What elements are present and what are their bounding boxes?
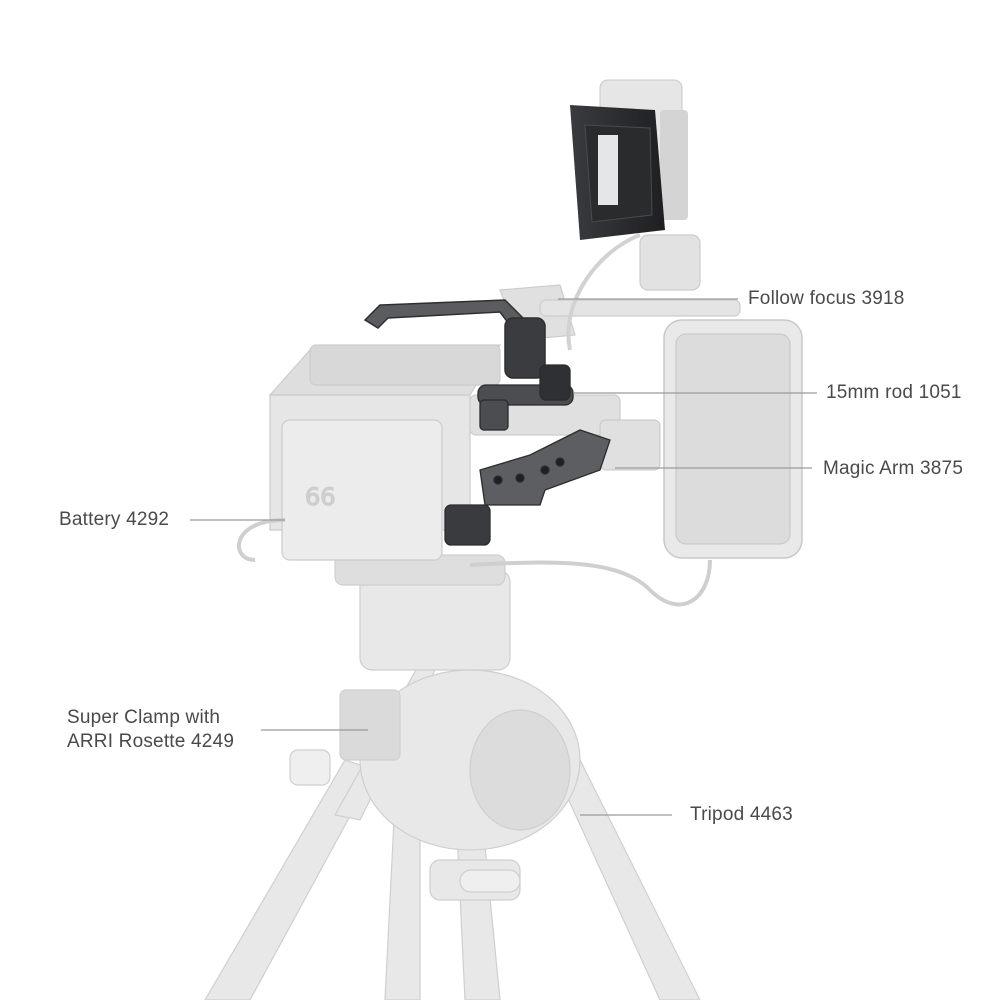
label-super-clamp-line2: ARRI Rosette 4249 [67, 731, 235, 752]
label-15mm-rod: 15mm rod 1051 [826, 382, 962, 403]
side-cage [444, 429, 611, 546]
top-handle [363, 299, 546, 379]
tripod-ghost [204, 554, 701, 1000]
side-monitor-ghost [599, 319, 803, 559]
leader-lines [190, 298, 817, 816]
label-follow-focus: Follow focus 3918 [748, 288, 905, 309]
label-magic-arm: Magic Arm 3875 [823, 458, 964, 479]
label-super-clamp-line1: Super Clamp with [67, 707, 221, 728]
label-tripod: Tripod 4463 [690, 804, 793, 825]
svg-text:66: 66 [305, 483, 336, 511]
top-monitor [570, 79, 688, 240]
label-battery: Battery 4292 [59, 509, 170, 530]
rod-clamp [477, 364, 574, 431]
label-super-clamp: Super Clamp with ARRI Rosette 4249 [67, 706, 234, 754]
